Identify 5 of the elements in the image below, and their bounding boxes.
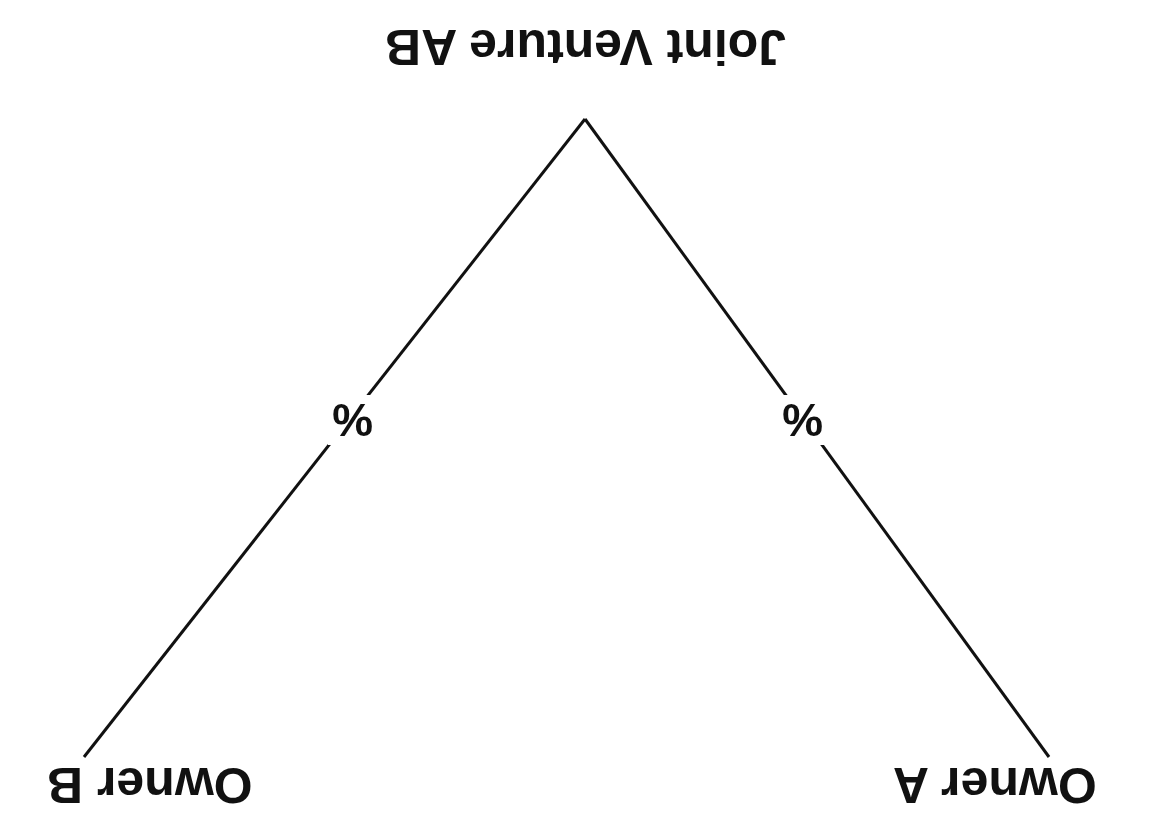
connector-line <box>82 118 587 758</box>
connector-line <box>583 118 1051 758</box>
node-label: Joint Venture AB <box>384 22 786 120</box>
node-label: Owner B <box>47 760 253 810</box>
node-label: Owner A <box>893 760 1097 810</box>
